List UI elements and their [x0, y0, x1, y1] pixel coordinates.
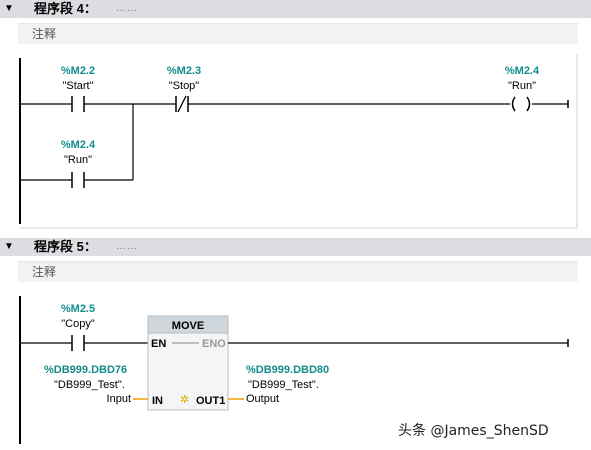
move-output-operand[interactable]: %DB999.DBD80 "DB999_Test". Output — [228, 364, 329, 405]
out1-pin: OUT1 — [196, 395, 225, 407]
input-member: Input — [107, 393, 131, 405]
network-title-placeholder[interactable]: …… — [116, 241, 138, 252]
move-block[interactable]: MOVE EN ENO IN ✲ OUT1 — [147, 315, 229, 411]
output-tag: "DB999_Test". — [248, 379, 319, 391]
eno-pin: ENO — [202, 338, 226, 350]
sparkle-icon: ✲ — [180, 394, 189, 406]
contact-address: %M2.3 — [167, 65, 201, 77]
comment-label: 注释 — [32, 265, 57, 279]
network-5-header[interactable]: ▼ 程序段 5： …… — [0, 238, 591, 256]
network-title: 程序段 4： — [34, 1, 97, 16]
input-tag: "DB999_Test". — [54, 379, 125, 391]
contact-tag: "Run" — [64, 154, 92, 166]
output-member: Output — [246, 393, 279, 405]
move-input-operand[interactable]: %DB999.DBD76 "DB999_Test". Input — [44, 364, 148, 405]
coil-run[interactable]: %M2.4 "Run" — [505, 65, 540, 112]
coil-tag: "Run" — [508, 80, 536, 92]
move-block-header — [147, 315, 229, 334]
collapse-icon[interactable]: ▼ — [4, 241, 14, 252]
contact-address: %M2.5 — [61, 303, 95, 315]
network-4-ladder: %M2.2 "Start" %M2.3 "Stop" %M2.4 "Run" %… — [0, 44, 591, 229]
input-address: %DB999.DBD76 — [44, 364, 127, 376]
in-pin: IN — [152, 395, 163, 407]
collapse-icon[interactable]: ▼ — [4, 3, 14, 14]
comment-label: 注释 — [32, 27, 57, 41]
network-title: 程序段 5： — [34, 239, 97, 254]
contact-start[interactable]: %M2.2 "Start" — [61, 65, 95, 112]
move-block-title: MOVE — [172, 320, 204, 332]
network-5-ladder: %M2.5 "Copy" MOVE EN ENO IN ✲ OUT1 %DB99… — [0, 282, 591, 450]
output-address: %DB999.DBD80 — [246, 364, 329, 376]
coil-address: %M2.4 — [505, 65, 540, 77]
contact-stop[interactable]: %M2.3 "Stop" — [167, 65, 201, 113]
en-pin: EN — [151, 338, 166, 350]
watermark: 头条 @James_ShenSD — [398, 423, 549, 439]
contact-tag: "Copy" — [61, 318, 95, 330]
network-5-comment[interactable]: 注释 — [18, 261, 578, 282]
contact-copy[interactable]: %M2.5 "Copy" — [61, 303, 95, 351]
contact-run[interactable]: %M2.4 "Run" — [61, 139, 96, 188]
network-title-placeholder[interactable]: …… — [116, 3, 138, 14]
network-4-header[interactable]: ▼ 程序段 4： …… — [0, 0, 591, 18]
contact-tag: "Start" — [62, 80, 93, 92]
network-4-comment[interactable]: 注释 — [18, 23, 578, 44]
contact-address: %M2.4 — [61, 139, 96, 151]
contact-address: %M2.2 — [61, 65, 95, 77]
contact-tag: "Stop" — [169, 80, 200, 92]
